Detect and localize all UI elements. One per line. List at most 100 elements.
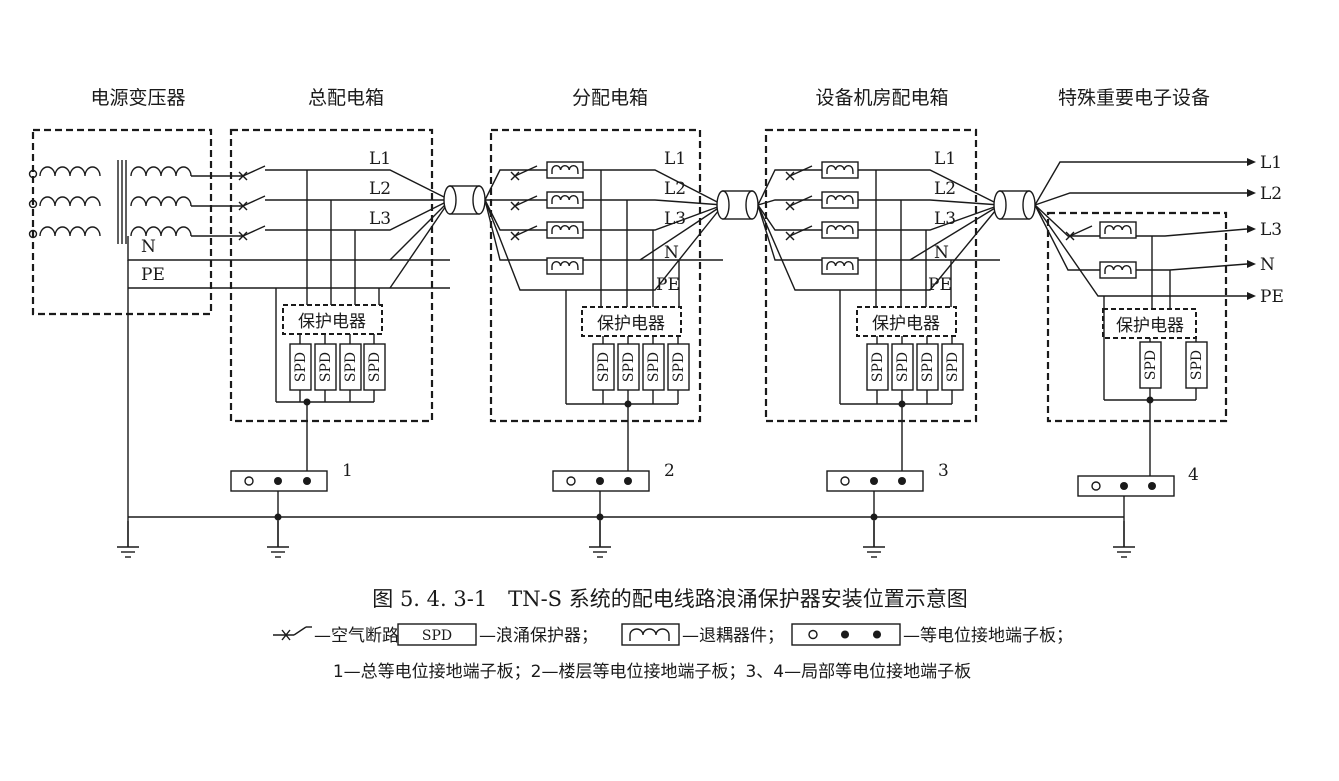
spd-device: SPD xyxy=(617,343,640,391)
spd-device: SPD xyxy=(941,343,964,391)
ground-icon xyxy=(588,520,612,558)
header-transformer: 电源变压器 xyxy=(90,87,185,109)
decoupler-icon xyxy=(821,161,859,179)
decoupler-icon xyxy=(821,221,859,239)
label-l2-main: L2 xyxy=(369,179,391,199)
decoupler-icon xyxy=(1099,261,1137,279)
figure-caption: 图 5. 4. 3-1 TN-S 系统的配电线路浪涌保护器安装位置示意图 xyxy=(372,587,967,611)
label-n-transformer: N xyxy=(141,237,156,257)
room-box xyxy=(764,128,978,423)
cable-icon xyxy=(993,190,1036,220)
legend-decoupler-icon xyxy=(621,623,680,646)
protector-special: 保护电器 xyxy=(1116,316,1184,336)
svg-text:SPD: SPD xyxy=(671,352,687,382)
svg-text:SPD: SPD xyxy=(367,352,383,382)
terminal-number-3: 3 xyxy=(938,461,949,481)
label-l2-sub: L2 xyxy=(664,179,686,199)
spd-device: SPD xyxy=(642,343,665,391)
svg-text:SPD: SPD xyxy=(422,628,452,644)
terminal-board xyxy=(552,470,650,492)
protector-room: 保护电器 xyxy=(872,314,940,334)
label-l2-room: L2 xyxy=(934,179,956,199)
header-sub-box: 分配电箱 xyxy=(572,87,648,109)
label-l1-sub: L1 xyxy=(664,149,686,169)
legend-decoupler-label: —退耦器件； xyxy=(682,626,784,646)
label-l1-main: L1 xyxy=(369,149,391,169)
breaker-icon xyxy=(238,225,266,241)
cable-icon xyxy=(443,185,486,215)
spd-device: SPD xyxy=(289,343,312,391)
legend-terminal-icon xyxy=(791,623,901,646)
legend-spd-label: —浪涌保护器； xyxy=(479,626,598,646)
label-l3-out: L3 xyxy=(1260,220,1282,240)
decoupler-icon xyxy=(1099,221,1137,239)
svg-text:SPD: SPD xyxy=(621,352,637,382)
terminal-number-2: 2 xyxy=(664,461,675,481)
svg-text:SPD: SPD xyxy=(870,352,886,382)
breaker-icon xyxy=(510,165,538,181)
breaker-icon xyxy=(510,195,538,211)
label-l2-out: L2 xyxy=(1260,184,1282,204)
protector-main: 保护电器 xyxy=(298,312,366,332)
breaker-icon xyxy=(510,225,538,241)
spd-device: SPD xyxy=(866,343,889,391)
spd-device: SPD xyxy=(592,343,615,391)
svg-text:SPD: SPD xyxy=(920,352,936,382)
transformer-box xyxy=(31,128,213,316)
decoupler-icon xyxy=(546,257,584,275)
svg-text:SPD: SPD xyxy=(293,352,309,382)
legend-numbers: 1—总等电位接地端子板；2—楼层等电位接地端子板；3、4—局部等电位接地端子板 xyxy=(333,662,971,682)
breaker-icon xyxy=(785,165,813,181)
spd-device: SPD xyxy=(339,343,362,391)
decoupler-icon xyxy=(546,221,584,239)
decoupler-icon xyxy=(546,191,584,209)
spd-device: SPD xyxy=(916,343,939,391)
breaker-icon xyxy=(1065,225,1093,241)
ground-icon xyxy=(1112,520,1136,558)
terminal-board xyxy=(1077,475,1175,497)
ground-icon xyxy=(862,520,886,558)
label-n-room: N xyxy=(934,243,949,263)
label-pe-sub: PE xyxy=(656,275,680,295)
main-box xyxy=(229,128,434,423)
label-pe-transformer: PE xyxy=(141,265,165,285)
label-l1-out: L1 xyxy=(1260,153,1282,173)
label-pe-out: PE xyxy=(1260,287,1284,307)
terminal-number-1: 1 xyxy=(342,461,353,481)
header-special: 特殊重要电子设备 xyxy=(1058,87,1210,109)
legend-spd-icon: SPD xyxy=(397,623,477,646)
decoupler-icon xyxy=(821,257,859,275)
label-n-out: N xyxy=(1260,255,1275,275)
breaker-icon xyxy=(785,195,813,211)
spd-device: SPD xyxy=(1185,341,1208,389)
transformer-icon xyxy=(28,160,192,244)
cable-icon xyxy=(716,190,759,220)
terminal-number-4: 4 xyxy=(1188,465,1199,485)
legend-terminal-label: —等电位接地端子板； xyxy=(903,626,1073,646)
svg-text:SPD: SPD xyxy=(895,352,911,382)
header-room-box: 设备机房配电箱 xyxy=(815,87,948,109)
label-n-sub: N xyxy=(664,243,679,263)
sub-box xyxy=(489,128,702,423)
breaker-icon xyxy=(238,195,266,211)
legend-breaker-icon xyxy=(273,626,312,641)
svg-text:SPD: SPD xyxy=(343,352,359,382)
spd-device: SPD xyxy=(314,343,337,391)
label-l3-main: L3 xyxy=(369,209,391,229)
breaker-icon xyxy=(785,225,813,241)
svg-text:SPD: SPD xyxy=(945,352,961,382)
breaker-icon xyxy=(238,165,266,181)
svg-text:SPD: SPD xyxy=(1189,350,1205,380)
label-l3-room: L3 xyxy=(934,209,956,229)
ground-icon xyxy=(266,520,290,558)
svg-text:SPD: SPD xyxy=(318,352,334,382)
svg-text:SPD: SPD xyxy=(646,352,662,382)
decoupler-icon xyxy=(821,191,859,209)
decoupler-icon xyxy=(546,161,584,179)
spd-device: SPD xyxy=(667,343,690,391)
terminal-board xyxy=(826,470,924,492)
svg-text:SPD: SPD xyxy=(596,352,612,382)
protector-sub: 保护电器 xyxy=(597,314,665,334)
special-box xyxy=(1046,211,1228,423)
